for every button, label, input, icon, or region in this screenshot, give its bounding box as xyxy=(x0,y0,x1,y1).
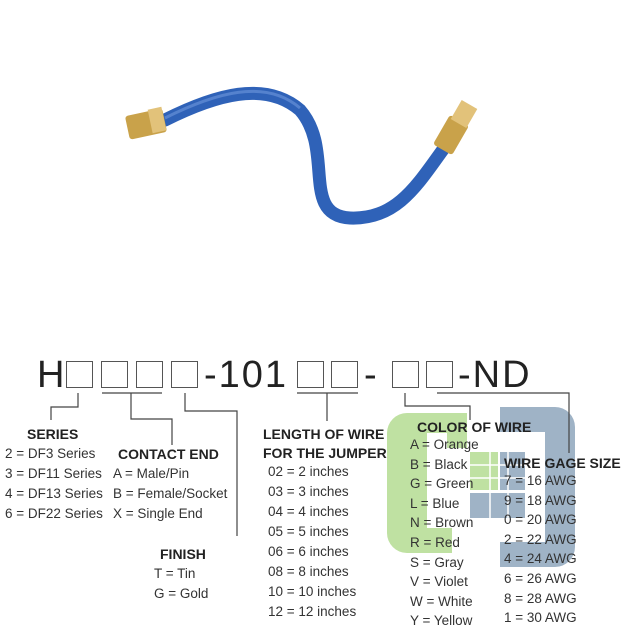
color-section: COLOR OF WIRE A = Orange B = Black G = G… xyxy=(410,419,532,631)
pn-dash: - xyxy=(364,354,379,396)
length-item: 08 = 8 inches xyxy=(268,564,349,579)
series-item: 2 = DF3 Series xyxy=(5,446,96,461)
pn-prefix: H xyxy=(37,354,67,396)
gage-section: WIRE GAGE SIZE 7 = 16 AWG 9 = 18 AWG 0 =… xyxy=(504,455,621,628)
finish-title: FINISH xyxy=(160,546,206,562)
length-item: 10 = 10 inches xyxy=(268,584,357,599)
gage-box xyxy=(426,361,453,388)
pn-mid: -101 xyxy=(204,354,289,396)
wire xyxy=(158,86,457,225)
pn-suffix: -ND xyxy=(458,354,532,396)
series-item: 3 = DF11 Series xyxy=(5,466,102,481)
length-item: 06 = 6 inches xyxy=(268,544,349,559)
color-item: V = Violet xyxy=(410,574,468,590)
gage-item: 9 = 18 AWG xyxy=(504,492,577,508)
series-section: SERIES 2 = DF3 Series 3 = DF11 Series 4 … xyxy=(5,426,103,524)
contact-end-title: CONTACT END xyxy=(118,446,219,462)
length-item: 05 = 5 inches xyxy=(268,524,349,539)
finish-item: T = Tin xyxy=(154,566,196,581)
length-item: 12 = 12 inches xyxy=(268,604,357,619)
color-item: Y = Yellow xyxy=(410,613,473,629)
length-box-1 xyxy=(297,361,324,388)
contact-end-box-1 xyxy=(101,361,128,388)
color-box xyxy=(392,361,419,388)
contact-end-section: CONTACT END A = Male/Pin B = Female/Sock… xyxy=(113,446,227,524)
gage-item: 2 = 22 AWG xyxy=(504,531,577,547)
gage-item: 4 = 24 AWG xyxy=(504,551,577,567)
contact-end-item: X = Single End xyxy=(113,506,203,521)
gage-item: 8 = 28 AWG xyxy=(504,590,577,606)
series-item: 4 = DF13 Series xyxy=(5,486,103,501)
right-connector xyxy=(434,99,478,155)
left-connector xyxy=(125,106,167,140)
gage-item: 7 = 16 AWG xyxy=(504,473,577,488)
contact-end-item: A = Male/Pin xyxy=(113,466,190,481)
series-item: 6 = DF22 Series xyxy=(5,506,103,521)
finish-item: G = Gold xyxy=(154,586,209,601)
color-item: S = Gray xyxy=(410,554,464,570)
contact-end-item: B = Female/Socket xyxy=(113,486,228,501)
length-box-2 xyxy=(331,361,358,388)
color-item: W = White xyxy=(410,593,473,609)
color-item: L = Blue xyxy=(410,495,460,511)
contact-end-box-2 xyxy=(136,361,163,388)
color-item: B = Black xyxy=(410,456,468,472)
color-item: N = Brown xyxy=(410,515,474,531)
finish-box xyxy=(171,361,198,388)
series-title: SERIES xyxy=(27,426,79,442)
length-item: 02 = 2 inches xyxy=(268,464,349,479)
length-section: LENGTH OF WIRE FOR THE JUMPER 02 = 2 inc… xyxy=(263,426,387,622)
length-item: 04 = 4 inches xyxy=(268,504,349,519)
color-title: COLOR OF WIRE xyxy=(417,419,532,435)
length-item: 03 = 3 inches xyxy=(268,484,349,499)
gage-title: WIRE GAGE SIZE xyxy=(504,455,621,471)
length-subtitle: FOR THE JUMPER xyxy=(263,445,387,461)
gage-item: 1 = 30 AWG xyxy=(504,610,577,626)
digikey-logo-watermark xyxy=(387,407,575,567)
finish-section: FINISH T = Tin G = Gold xyxy=(154,546,208,604)
series-box xyxy=(66,361,93,388)
color-item: R = Red xyxy=(410,534,460,550)
gage-item: 6 = 26 AWG xyxy=(504,570,577,586)
length-title: LENGTH OF WIRE xyxy=(263,426,385,442)
color-item: A = Orange xyxy=(410,437,479,452)
color-item: G = Green xyxy=(410,476,474,492)
leader-lines xyxy=(50,392,570,536)
gage-item: 0 = 20 AWG xyxy=(504,512,577,528)
